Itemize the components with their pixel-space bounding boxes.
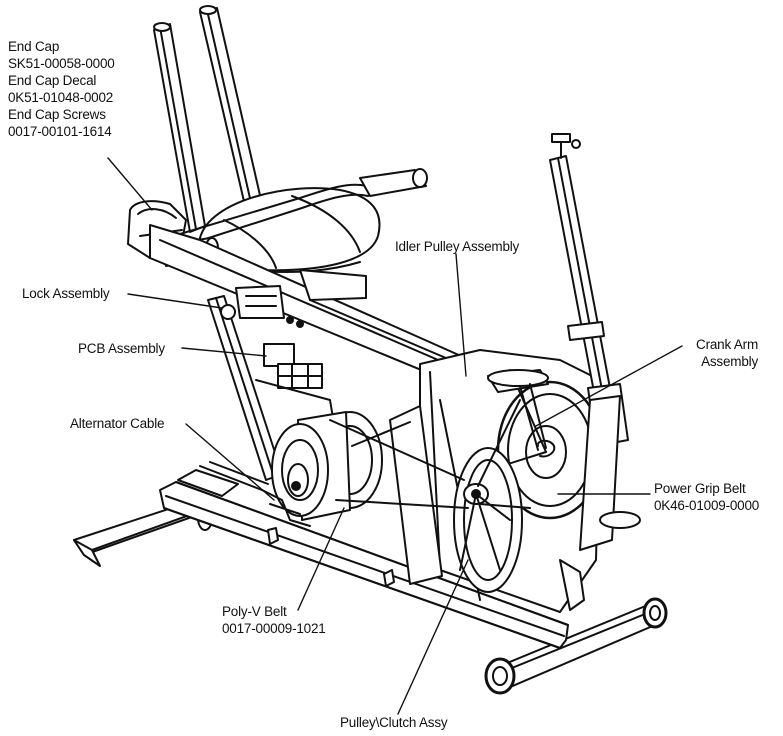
leader-lines: [107, 157, 683, 715]
pcb-assembly-label: PCB Assembly: [78, 341, 165, 356]
power-grip-belt-label: Power Grip Belt 0K46-01009-0000: [654, 480, 759, 514]
idler-pulley-assembly-label: Idler Pulley Assembly: [395, 239, 520, 254]
power-grip-belt-line-2: 0K46-01009-0000: [654, 498, 760, 513]
crank-arm-line-1: Crank Arm: [696, 337, 758, 352]
crank-arm: [487, 369, 549, 451]
lock-assembly-label: Lock Assembly: [22, 286, 110, 301]
end-cap-line-3: End Cap Decal: [8, 73, 97, 88]
poly-v-belt-line-1: Poly-V Belt: [222, 604, 287, 619]
end-cap-line-2: SK51-00058-0000: [8, 56, 115, 71]
end-cap-line-4: 0K51-01048-0002: [8, 90, 114, 105]
leader-lock-assembly: [127, 293, 223, 309]
rear-stabilizer: [484, 597, 668, 695]
pulley-clutch: [453, 447, 523, 593]
poly-v-belt-part: [329, 419, 469, 509]
base-frame: [159, 461, 569, 649]
power-grip-belt-part: [477, 399, 531, 509]
alternator: [261, 411, 383, 527]
end-cap-line-5: End Cap Screws: [8, 107, 106, 122]
leader-idler-pulley: [455, 253, 467, 377]
end-cap-line-6: 0017-00101-1614: [8, 124, 112, 139]
poly-v-belt-label: Poly-V Belt 0017-00009-1021: [222, 603, 326, 637]
alternator-cable-label: Alternator Cable: [70, 416, 165, 431]
power-grip-belt-line-1: Power Grip Belt: [654, 481, 746, 496]
front-upright: [549, 133, 641, 611]
crank-arm-line-2: Assembly: [701, 354, 758, 369]
end-cap-label: End Cap SK51-00058-0000 End Cap Decal 0K…: [8, 38, 115, 140]
poly-v-belt-line-2: 0017-00009-1021: [222, 621, 326, 636]
leader-alternator-cable: [185, 423, 275, 501]
seat-handles: [153, 5, 263, 233]
leader-crank-arm: [535, 345, 683, 427]
leader-poly-v-belt: [297, 507, 345, 611]
pulley-clutch-assy-label: Pulley\Clutch Assy: [340, 715, 448, 730]
leader-pcb-assembly: [181, 347, 267, 357]
end-cap-line-1: End Cap: [8, 39, 60, 54]
crank-arm-assembly-label: Crank Arm Assembly: [668, 336, 758, 370]
leader-end-cap: [107, 157, 153, 211]
leader-pulley-clutch: [397, 559, 469, 715]
pcb-assembly-part: [255, 343, 337, 437]
